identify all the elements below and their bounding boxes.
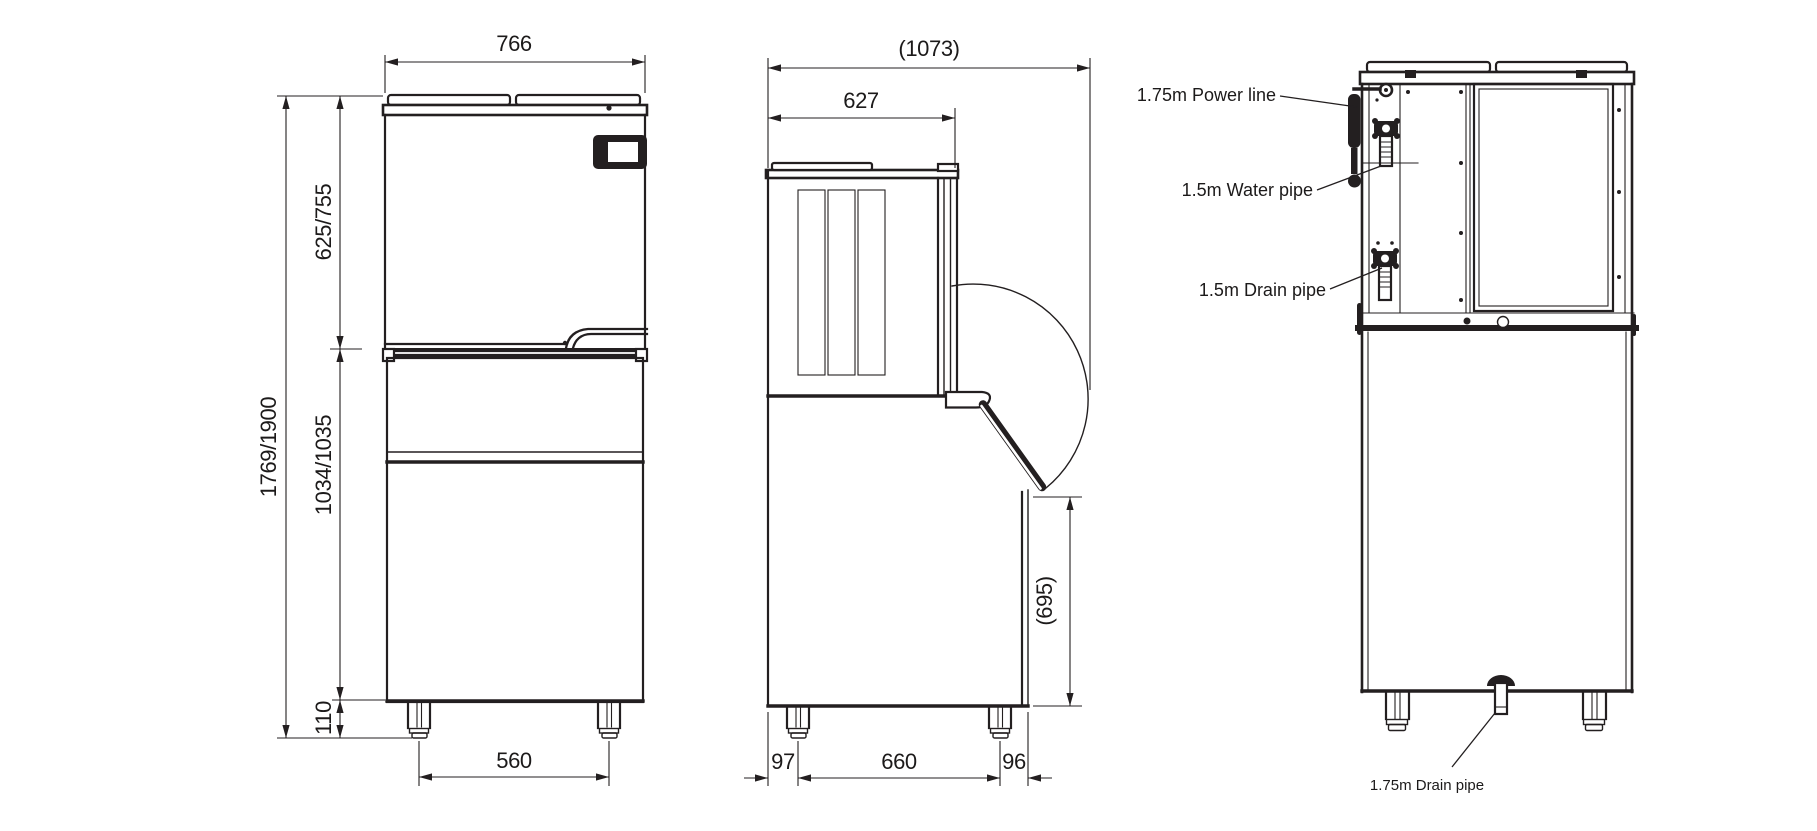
rear-machine-outline	[1348, 60, 1639, 732]
dim-front-upper-height: 625/755	[311, 183, 336, 260]
label-bottom-drain-pipe: 1.75m Drain pipe	[1370, 777, 1484, 794]
rear-top-plate	[1358, 70, 1636, 86]
front-top-plate	[381, 103, 649, 117]
screw-dot	[606, 105, 612, 111]
screw-dots	[1406, 90, 1621, 302]
dim-side-body-depth: 627	[843, 88, 879, 113]
dim-front-leg-height: 110	[311, 701, 336, 735]
side-dimensions: (1073) 627 (695) 97 660 96	[744, 36, 1091, 786]
dim-side-rear-margin: 96	[1002, 749, 1026, 774]
label-water-pipe: 1.5m Water pipe	[1182, 180, 1313, 200]
display-screen	[608, 142, 638, 162]
front-top-lid-right	[514, 93, 642, 107]
label-drain-pipe: 1.5m Drain pipe	[1199, 280, 1326, 300]
dim-front-foot-span: 560	[496, 748, 532, 773]
dim-front-width: 766	[496, 31, 532, 56]
rear-view: 1.75m Power line 1.5m Water pipe 1.5m Dr…	[1137, 60, 1639, 794]
side-view: (1073) 627 (695) 97 660 96	[744, 36, 1091, 786]
rear-panel	[1472, 82, 1615, 313]
power-plug	[1348, 94, 1361, 148]
rear-legs	[1384, 690, 1608, 732]
front-top-lid-left	[386, 93, 512, 107]
storage-bin	[385, 356, 645, 704]
dim-front-lower-height: 1034/1035	[311, 415, 336, 516]
power-cord	[1348, 82, 1394, 188]
door-swing-arc	[951, 283, 1089, 489]
dim-side-front-margin: 97	[771, 749, 795, 774]
ice-chute	[978, 400, 1047, 492]
label-power-line: 1.75m Power line	[1137, 85, 1276, 105]
front-dimensions: 766 1769/1900 625/755 1034/1035 110 560	[256, 31, 646, 786]
drain-pipe-fitting	[1371, 241, 1399, 302]
side-machine-outline	[764, 161, 1047, 739]
water-pipe-fitting	[1361, 118, 1419, 168]
front-machine-outline	[381, 93, 649, 739]
dim-side-outlet-height: (695)	[1032, 576, 1057, 625]
scoop-handle	[564, 327, 649, 350]
side-top-plate	[764, 168, 960, 180]
dim-front-total-height: 1769/1900	[256, 397, 281, 498]
front-view: 766 1769/1900 625/755 1034/1035 110 560	[256, 31, 649, 786]
bottom-drain-pipe	[1487, 675, 1515, 716]
rear-callouts: 1.75m Power line 1.5m Water pipe 1.5m Dr…	[1137, 85, 1496, 794]
dim-side-overall-depth: (1073)	[898, 36, 959, 61]
side-legs	[785, 705, 1013, 739]
front-legs	[406, 701, 622, 739]
vent-grille	[797, 189, 886, 376]
dim-side-leg-span: 660	[881, 749, 917, 774]
